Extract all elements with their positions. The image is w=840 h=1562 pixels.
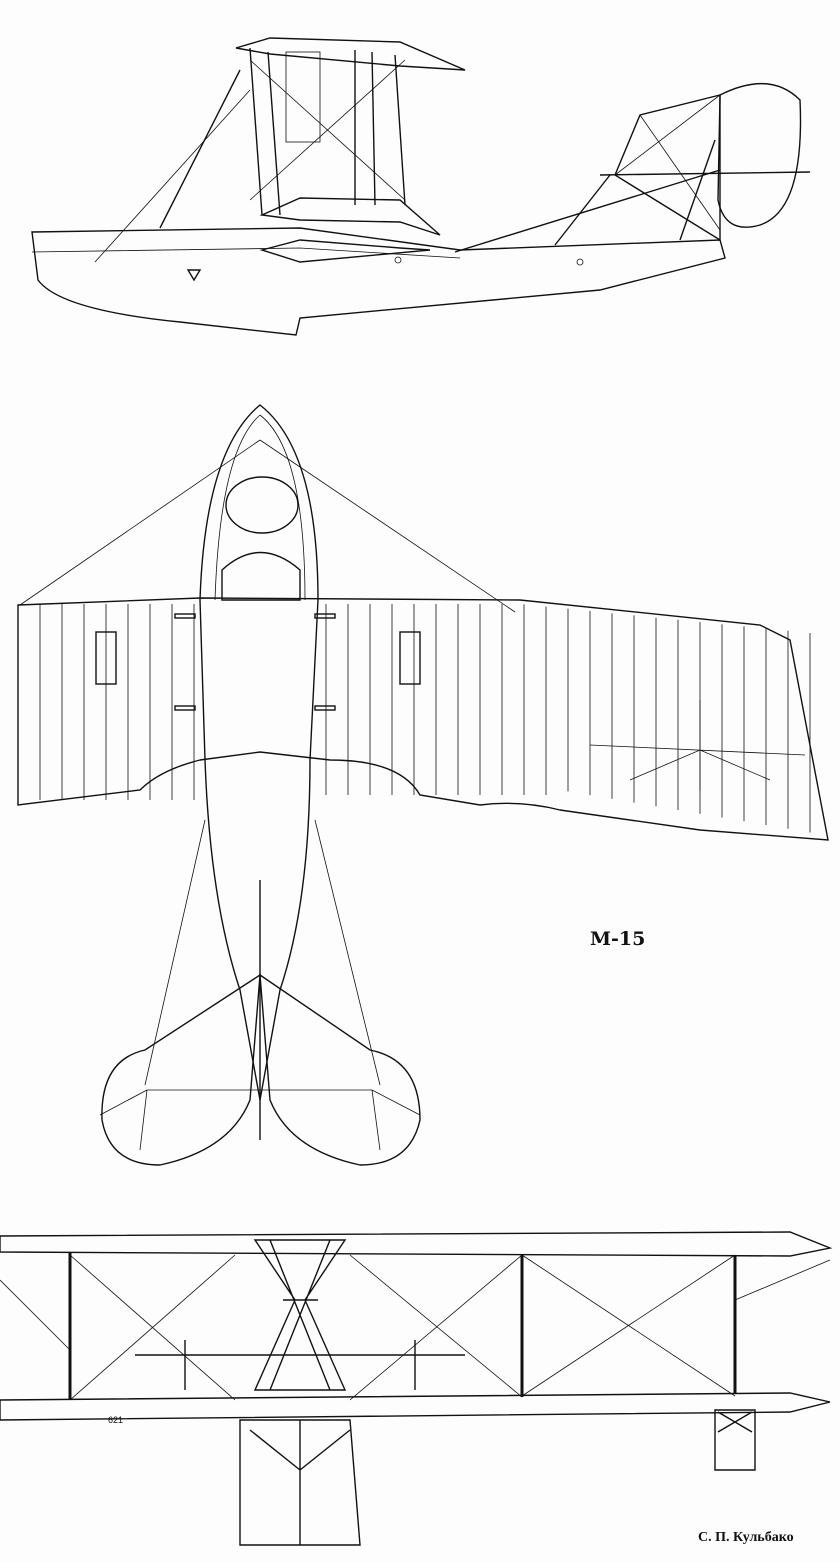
upper-wing-side (235, 37, 466, 71)
hull-front (239, 1419, 361, 1546)
struts-front (68, 1252, 737, 1400)
wing-top (17, 597, 829, 841)
front-view: 621 (0, 1231, 833, 1546)
cockpit (225, 476, 299, 534)
upper-wing-front (0, 1231, 833, 1257)
lower-wing-front (0, 1392, 831, 1421)
part-label: 621 (108, 1415, 123, 1425)
aircraft-title: M-15 (590, 928, 646, 950)
lower-wing-side (259, 197, 441, 236)
tailplane-top (99, 819, 421, 1166)
author-credit: С. П. Кульбако (698, 1530, 794, 1545)
interplane-struts (94, 47, 406, 263)
wingtip-float (714, 1409, 756, 1471)
side-view (31, 37, 811, 336)
hull (31, 227, 726, 336)
center-cabane (253, 1239, 347, 1391)
fin-side (614, 94, 721, 242)
tail-boom (454, 139, 721, 253)
rudder-side (717, 83, 802, 228)
top-view (17, 404, 829, 1166)
wing-ribs (39, 604, 811, 833)
